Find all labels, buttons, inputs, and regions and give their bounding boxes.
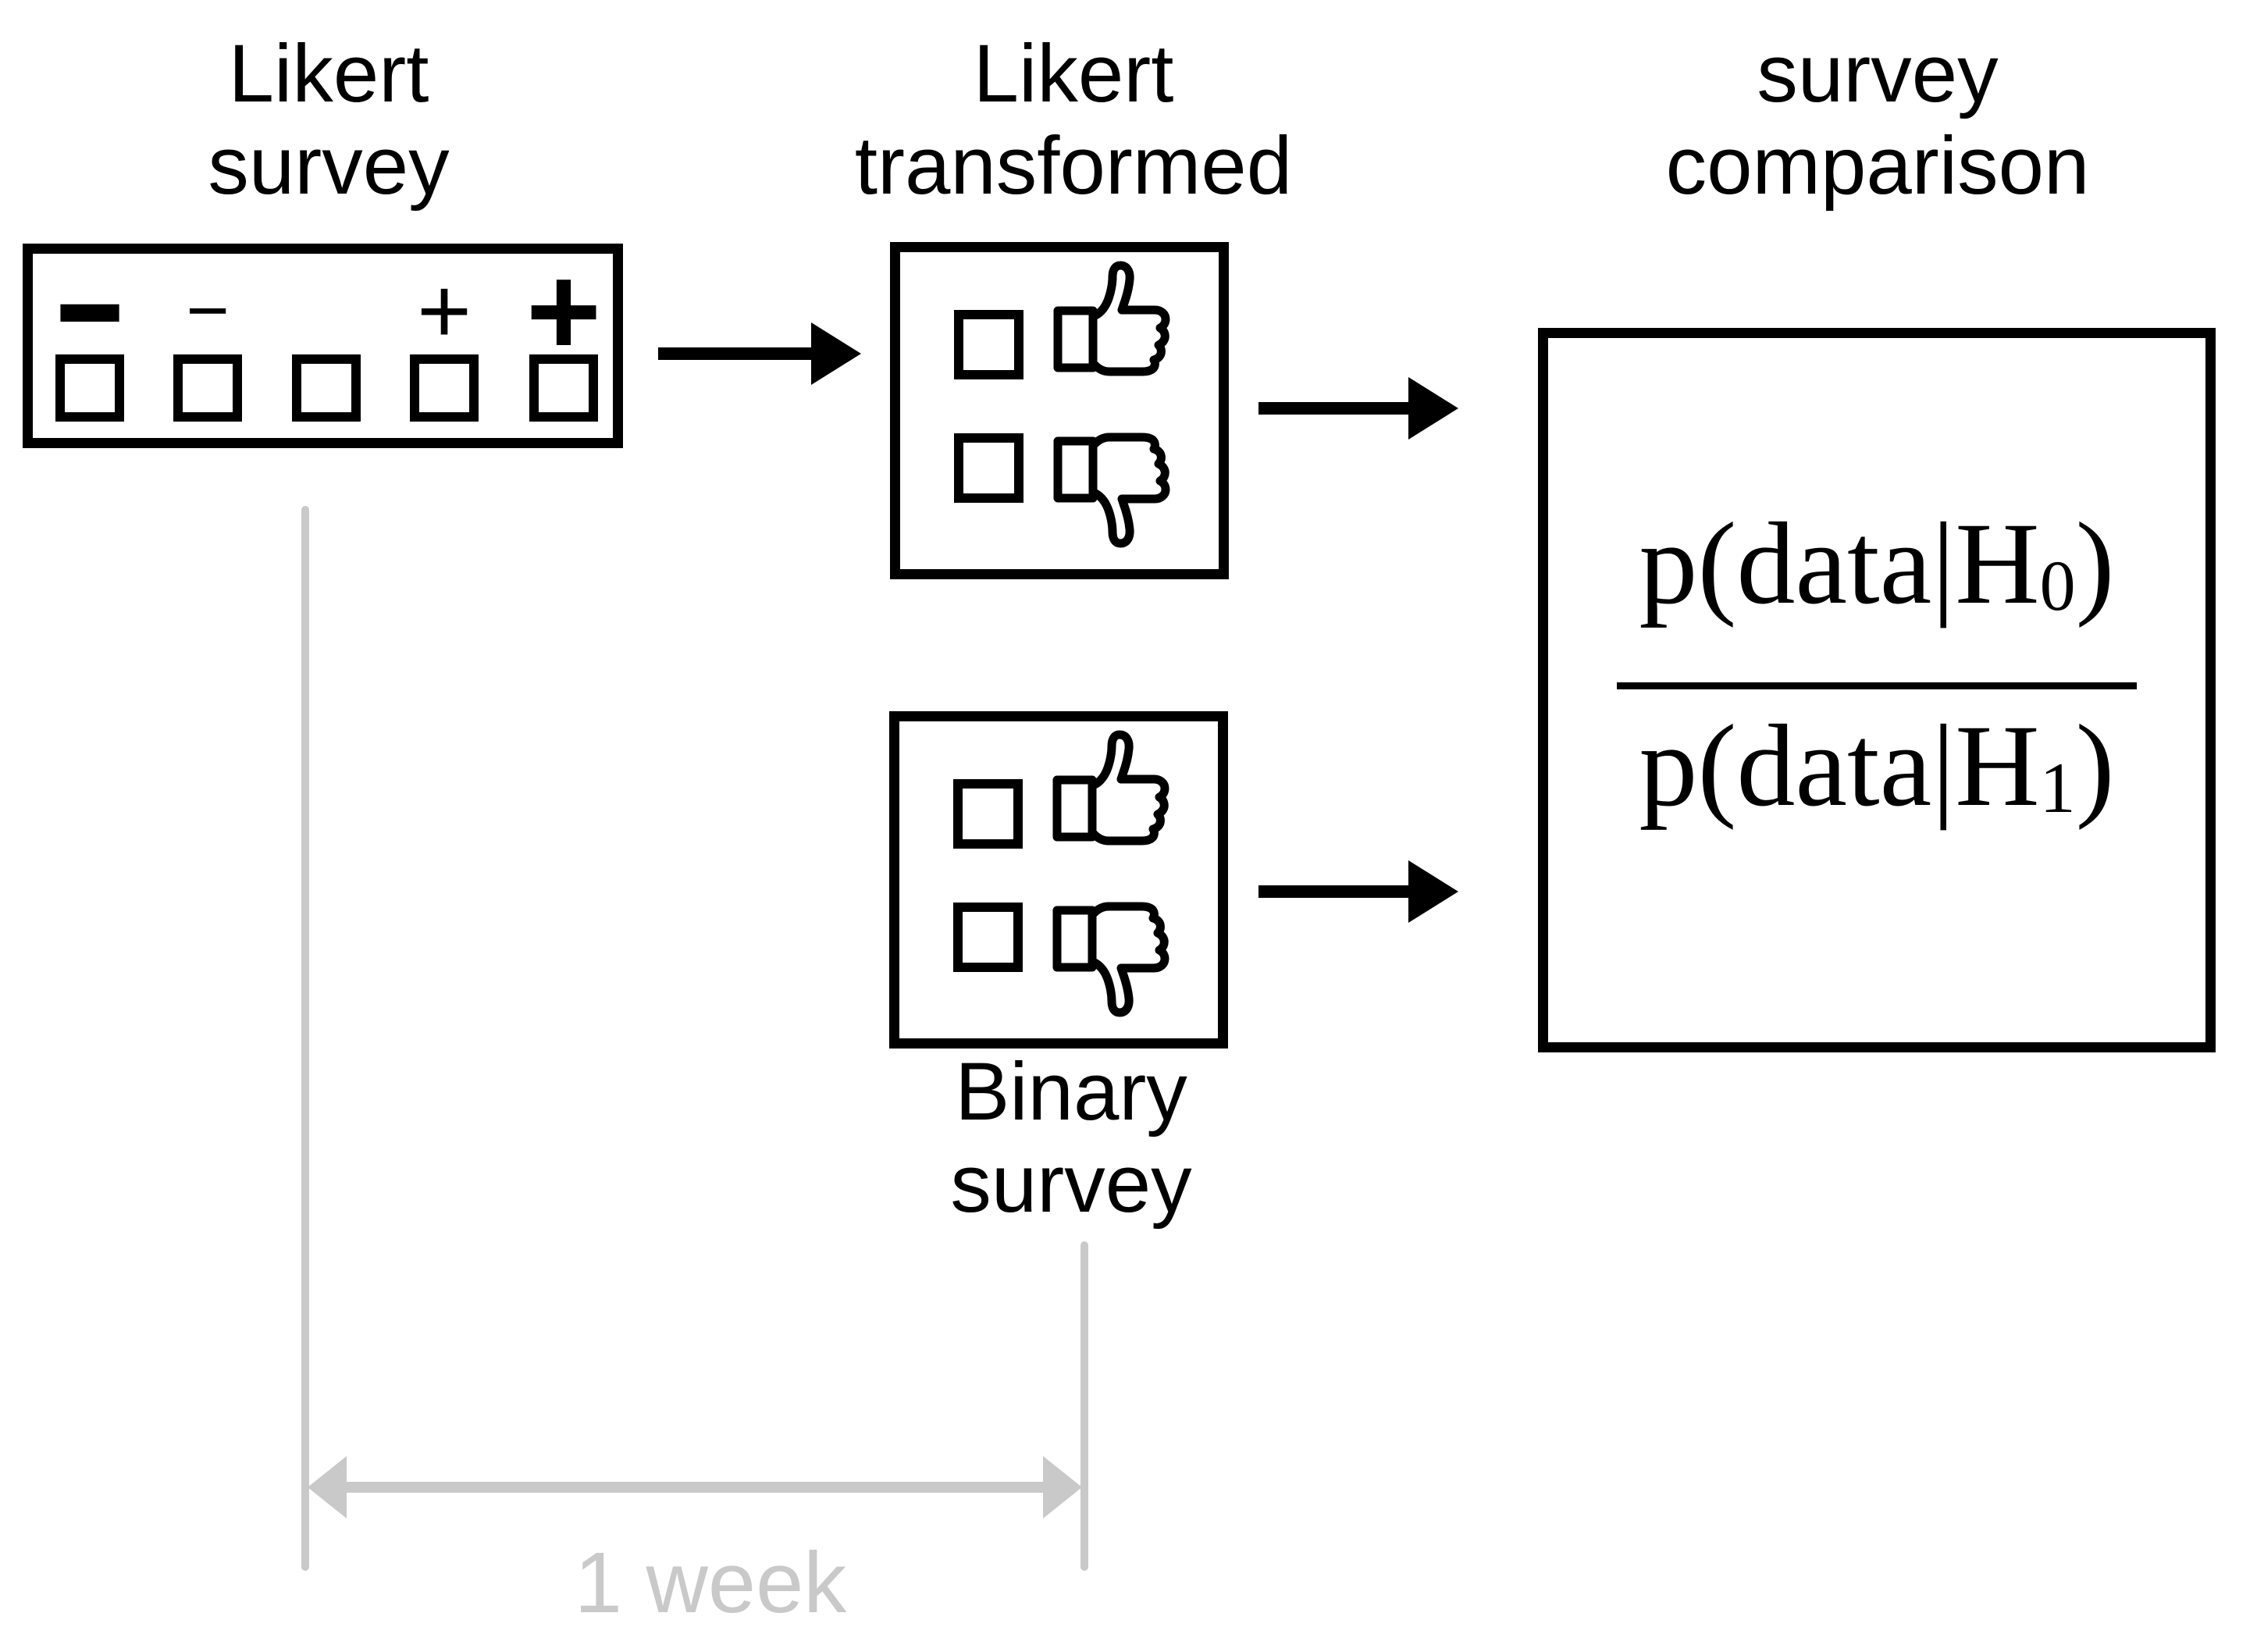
likert-option-strongly-positive: + (504, 246, 623, 436)
denominator-subscript: 1 (2039, 748, 2076, 828)
binary-survey-title-line1: Binary (955, 1046, 1187, 1138)
likert-option-positive: + (385, 264, 504, 436)
likert-option-strongly-negative: − (30, 232, 149, 436)
likert-checkbox-5 (529, 354, 598, 422)
thumbs-down-icon (1052, 902, 1169, 1017)
denominator-text: p(data|H (1639, 701, 2040, 831)
formula-fraction: p(data|H0) p(data|H1) (1617, 501, 2137, 843)
binary-survey-title: Binary survey (759, 1046, 1383, 1230)
likert-transformed-title-line2: transformed (854, 120, 1293, 212)
numerator-subscript: 0 (2039, 546, 2076, 626)
likert-survey-box: − − + + (23, 232, 623, 448)
likert-checkbox-2 (173, 354, 242, 422)
positive-icon: + (416, 258, 472, 363)
likert-transformed-title-line1: Likert (973, 28, 1174, 119)
survey-comparison-title-line2: comparison (1665, 120, 2090, 212)
formula-numerator: p(data|H0) (1617, 501, 2136, 682)
survey-comparison-title-line1: survey (1757, 28, 1999, 119)
denominator-close: ) (2075, 701, 2115, 831)
transformed-thumbs-up-checkbox (954, 310, 1023, 379)
strongly-negative-icon: − (55, 222, 124, 400)
negative-icon: − (186, 269, 230, 352)
binary-thumbs-down-checkbox (953, 903, 1023, 972)
arrow-binary-to-comparison (1258, 860, 1458, 923)
timeline-tick-likert (301, 506, 309, 1571)
thumbs-up-icon (1053, 261, 1170, 376)
bayes-factor-formula: p(data|H0) p(data|H1) (1548, 501, 2205, 843)
strongly-positive-icon: + (525, 238, 602, 383)
numerator-text: p(data|H (1639, 499, 2040, 628)
timeline-tick-binary (1080, 1241, 1088, 1571)
likert-checkbox-1 (55, 354, 124, 422)
likert-survey-title-line1: Likert (228, 28, 429, 119)
thumbs-down-icon (1053, 433, 1170, 548)
likert-checkbox-4 (410, 354, 479, 422)
arrow-transformed-to-comparison (1258, 377, 1458, 440)
likert-transformed-title: Likert transformed (761, 28, 1386, 212)
formula-denominator: p(data|H1) (1617, 682, 2137, 843)
transformed-thumbs-down-checkbox (954, 433, 1023, 503)
likert-option-neutral (267, 264, 386, 436)
likert-transformed-box (890, 242, 1229, 579)
numerator-close: ) (2075, 499, 2115, 628)
arrow-likert-to-transformed (658, 322, 861, 385)
likert-option-negative: − (148, 264, 267, 436)
likert-survey-title: Likert survey (16, 28, 641, 212)
binary-survey-title-line2: survey (950, 1138, 1192, 1230)
binary-thumbs-up-checkbox (953, 779, 1023, 849)
thumbs-up-icon (1052, 730, 1169, 846)
survey-comparison-title: survey comparison (1565, 28, 2190, 212)
likert-checkbox-3 (292, 354, 361, 422)
binary-survey-box (889, 711, 1228, 1049)
timeline-duration-label: 1 week (574, 1535, 847, 1631)
likert-survey-title-line2: survey (208, 120, 450, 212)
survey-comparison-box: p(data|H0) p(data|H1) (1538, 328, 2216, 1052)
timeline-arrow (308, 1456, 1082, 1518)
